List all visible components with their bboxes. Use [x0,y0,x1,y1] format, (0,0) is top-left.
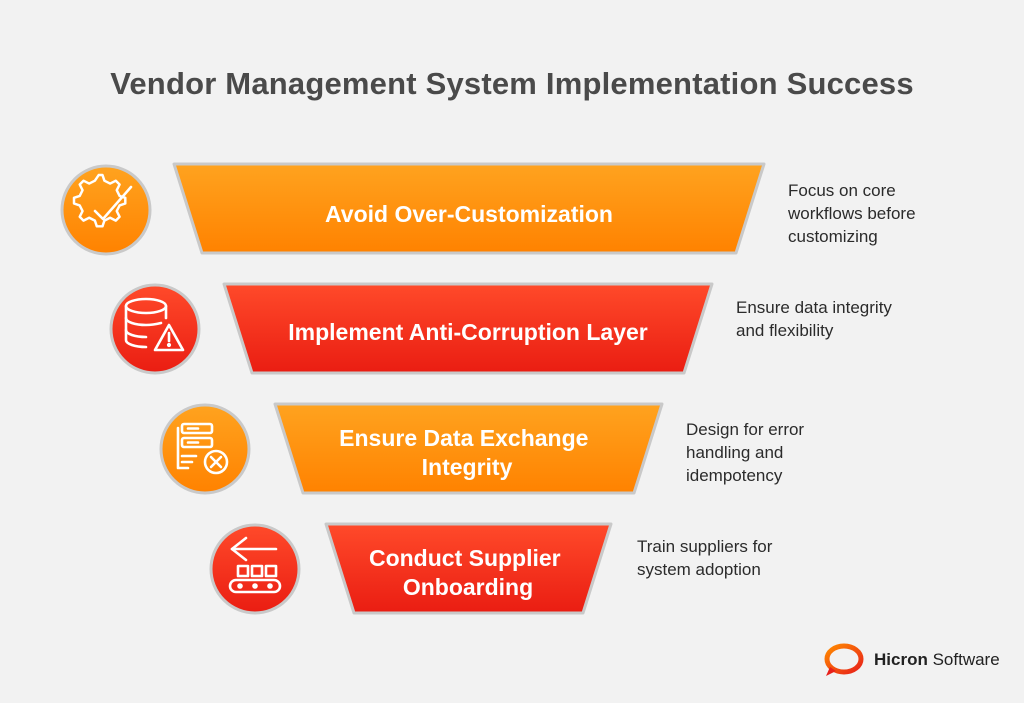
step-label-3: Ensure Data Exchange Integrity [339,425,595,480]
conveyor-arrow-icon [209,523,301,615]
company-logo: Hicron Software [822,640,1000,680]
step-description-1: Focus on core workflows before customizi… [788,181,916,246]
gear-check-icon [60,164,152,256]
funnel-step-4: Conduct Supplier Onboarding [209,522,613,615]
step-label-4: Conduct Supplier Onboarding [369,545,567,600]
funnel-band-2 [222,282,714,375]
hicron-logo-icon [824,643,864,676]
server-error-icon [159,403,251,495]
logo-text: Hicron Software [874,650,1000,669]
database-warning-icon [109,283,201,375]
funnel-band-4 [324,522,613,615]
step-label-2: Implement Anti-Corruption Layer [288,319,648,345]
page-title: Vendor Management System Implementation … [110,66,914,101]
step-description-2: Ensure data integrity and flexibility [736,298,892,340]
funnel-step-3: Ensure Data Exchange Integrity [159,402,664,495]
funnel-band-3 [273,402,664,495]
step-description-3: Design for error handling and idempotenc… [686,420,805,485]
step-label-1: Avoid Over-Customization [325,201,613,227]
funnel-band-1 [172,162,766,255]
funnel-step-2: Implement Anti-Corruption Layer [109,282,714,375]
funnel-step-1: Avoid Over-Customization [60,162,766,256]
step-description-4: Train suppliers for system adoption [637,537,773,579]
